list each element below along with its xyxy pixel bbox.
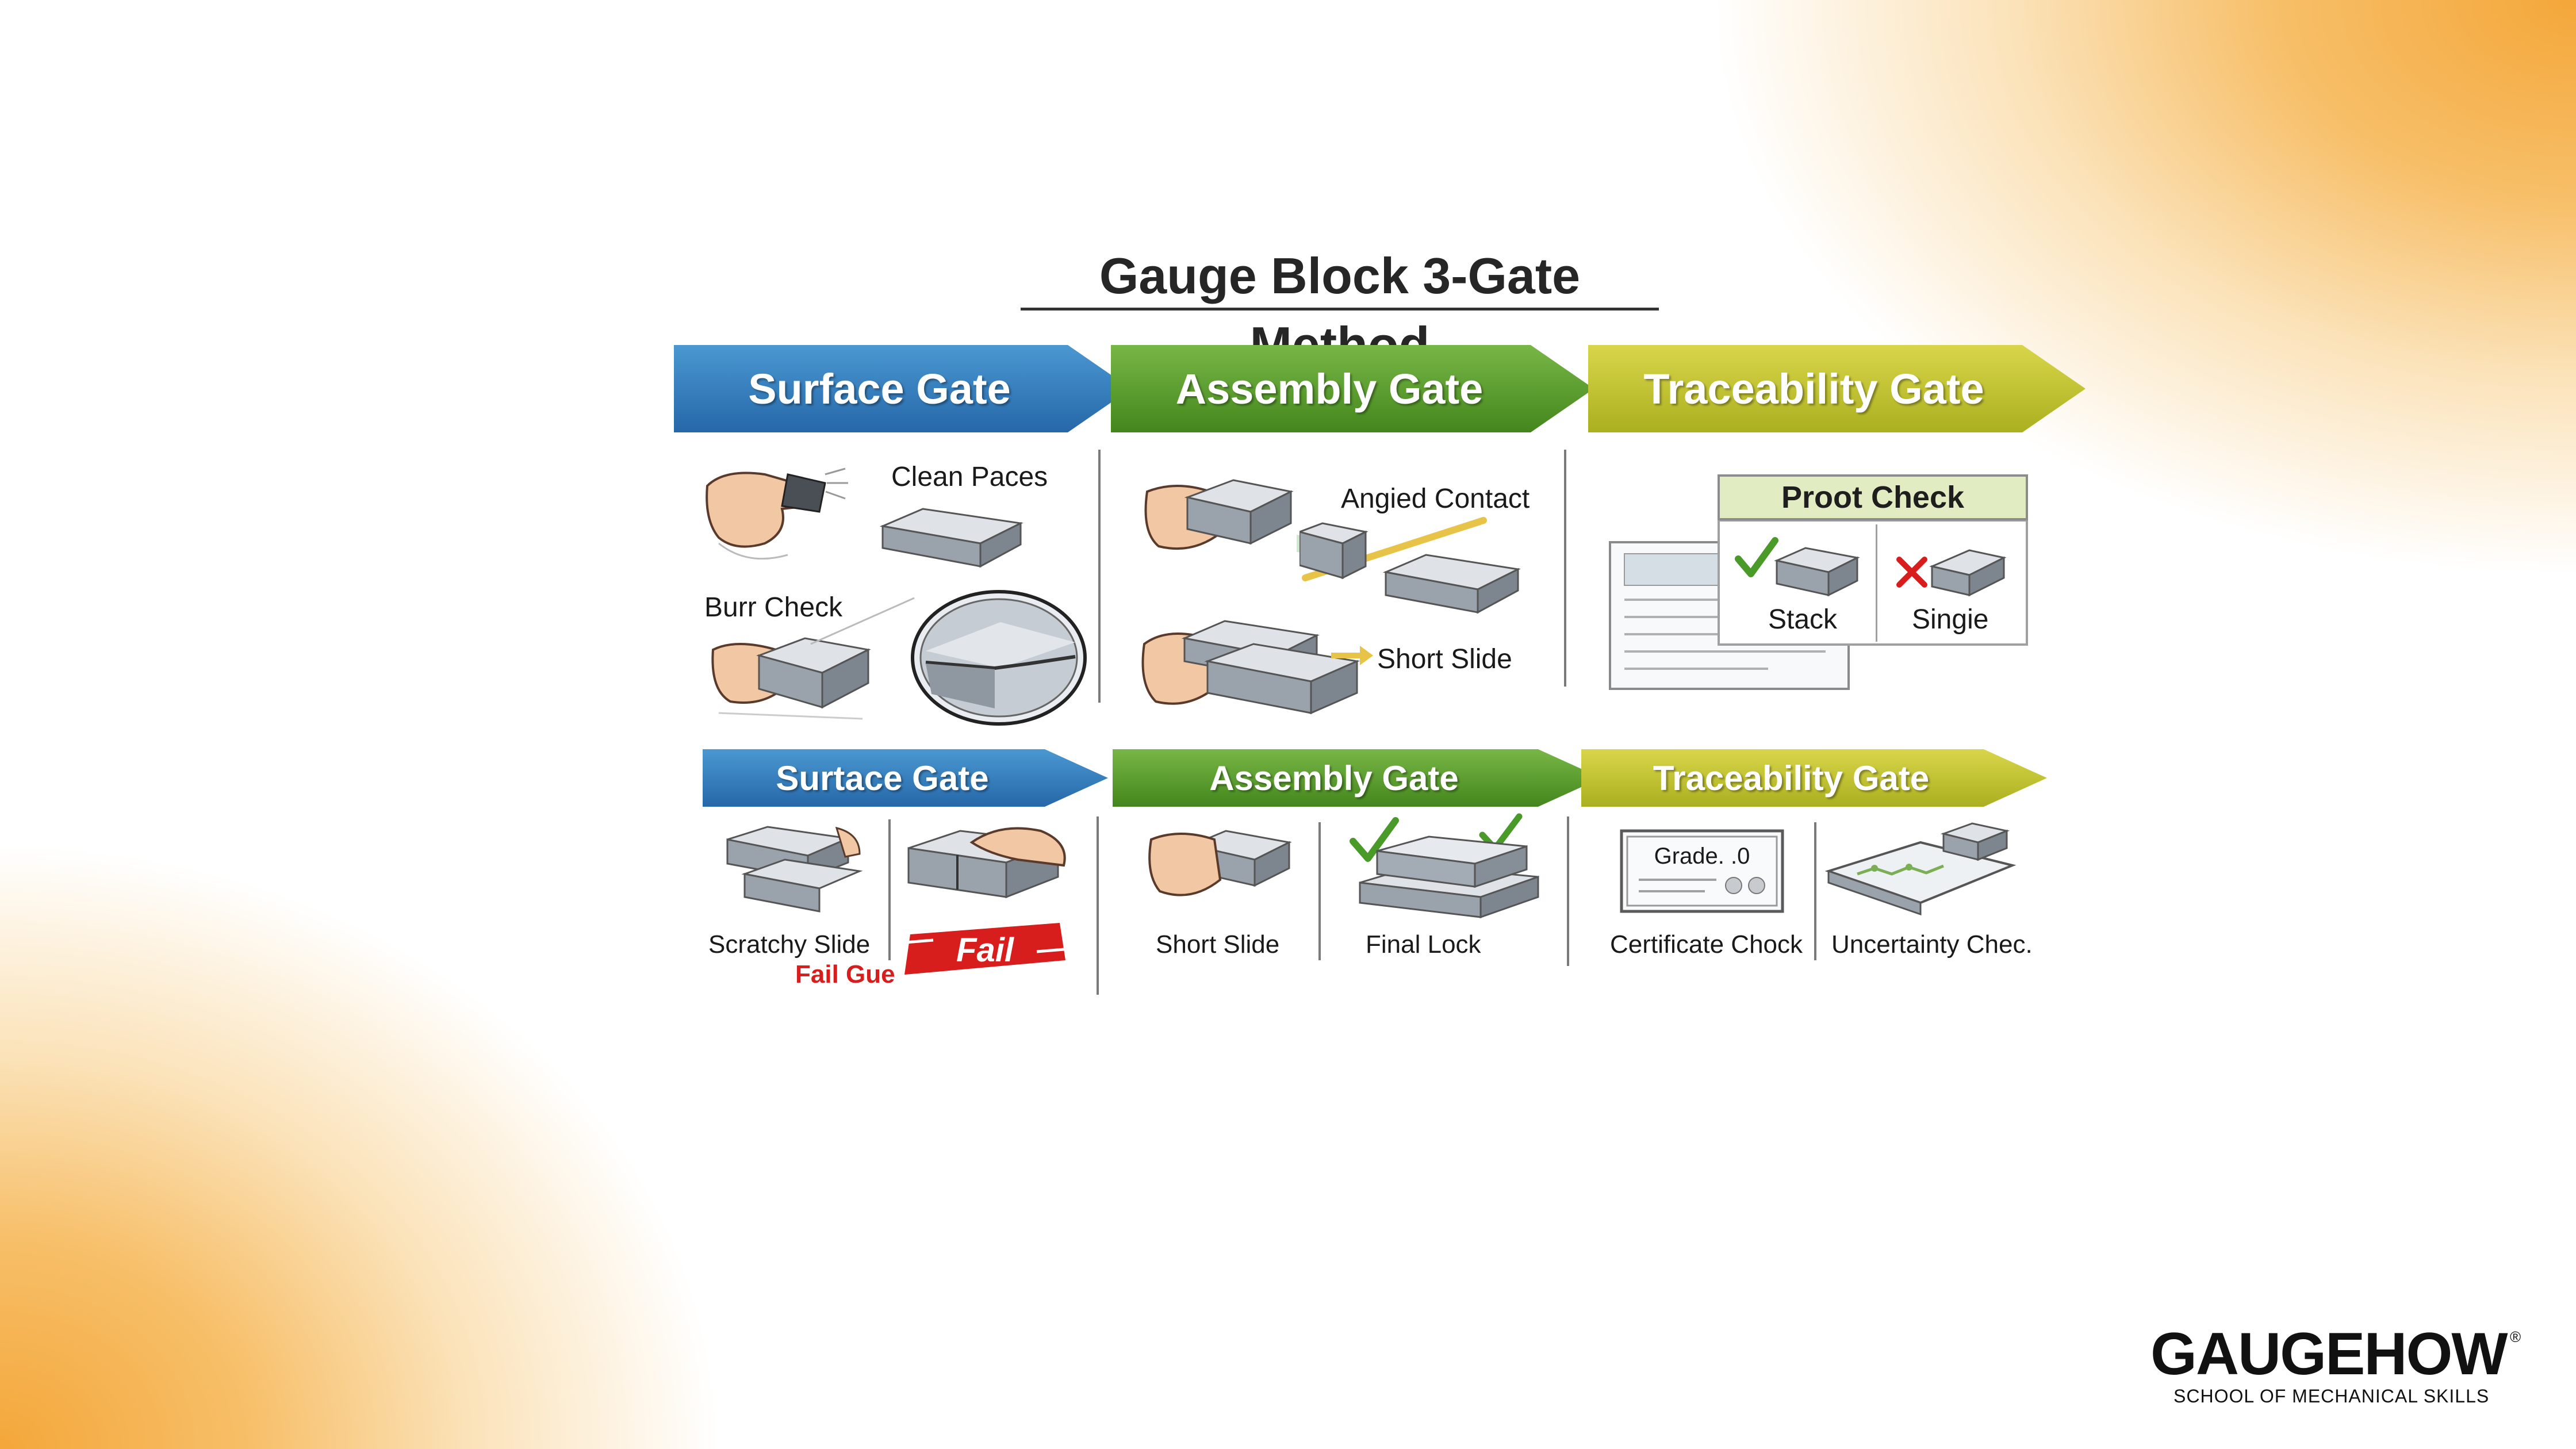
top-banner-assembly-gate: Assembly Gate <box>1111 345 1594 432</box>
slide-arrow-icon <box>1331 646 1373 665</box>
separator <box>1098 450 1101 703</box>
short-slide-label: Short Slide <box>1156 930 1280 959</box>
check-mark-icon <box>1350 817 1399 862</box>
check-mark-icon <box>1735 537 1778 577</box>
cross-mark-icon <box>1896 557 1927 588</box>
separator <box>1097 816 1099 995</box>
burr-check-label: Burr Check <box>704 592 843 623</box>
bottom-banner-surface-gate: Surtace Gate <box>703 749 1108 807</box>
uncertainty-check-label: Uncertainty Chec. <box>1831 930 2033 959</box>
separator <box>1814 822 1816 960</box>
scratchy-slide-blocks-icon <box>726 826 863 913</box>
grade-text: Grade. .0 <box>1654 844 1750 869</box>
stack-label: Stack <box>1768 604 1838 635</box>
hand-angled-block-icon <box>1144 479 1294 550</box>
scratchy-slide-label: Scratchy Slide <box>708 930 871 959</box>
diagram-title: Gauge Block 3-Gate Method <box>1099 247 1581 373</box>
magnifier-burr-icon <box>911 590 1087 726</box>
certificate-check-label: Certificate Chock <box>1610 930 1803 959</box>
final-lock-label: Final Lock <box>1366 930 1481 959</box>
uncertainty-board-icon <box>1824 822 2017 916</box>
clean-faces-label: Clean Paces <box>891 462 1048 492</box>
fail-stamp-text: Fail <box>956 931 1015 969</box>
separator <box>1567 816 1569 966</box>
gauge-block-icon <box>1300 522 1368 580</box>
separator <box>1564 450 1566 687</box>
separator <box>888 819 891 960</box>
magnifier-pointer <box>810 597 915 645</box>
hand-on-blocks-icon <box>907 827 1066 899</box>
short-slide-hand-icon <box>1148 830 1292 896</box>
top-banner-surface-gate: Surface Gate <box>674 345 1131 432</box>
gaugehow-logo: GAUGEHOW <box>2150 1321 2508 1387</box>
proof-divider <box>1876 524 1877 642</box>
angled-contact-label: Angied Contact <box>1341 484 1530 514</box>
fail-stamp-icon: Fail <box>899 923 1071 975</box>
separator <box>1318 822 1321 960</box>
bottom-banner-assembly-gate: Assembly Gate <box>1113 749 1601 807</box>
certificate-icon: Grade. .0 <box>1620 829 1784 913</box>
fail-cue-label: Fail Gue <box>795 960 895 988</box>
hand-sliding-blocks-icon <box>1141 620 1360 715</box>
gauge-block-icon <box>879 508 1023 568</box>
stacked-block-icon <box>1774 547 1860 597</box>
hand-cleaning-icon <box>706 467 848 560</box>
single-label: Singie <box>1912 604 1989 635</box>
hand-holding-block-icon <box>711 637 871 720</box>
logo-tagline: SCHOOL OF MECHANICAL SKILLS <box>2174 1386 2490 1406</box>
registered-mark: ® <box>2510 1328 2521 1346</box>
title-underline <box>1021 308 1659 310</box>
single-block-icon <box>1929 549 2007 597</box>
gauge-block-icon <box>1383 554 1521 614</box>
bottom-banner-traceability-gate: Traceability Gate <box>1581 749 2047 807</box>
final-lock-blocks-icon <box>1359 835 1539 919</box>
proof-check-header: Proot Check <box>1718 474 2028 520</box>
top-banner-traceability-gate: Traceability Gate <box>1588 345 2086 432</box>
short-slide-label: Short Slide <box>1377 644 1512 674</box>
